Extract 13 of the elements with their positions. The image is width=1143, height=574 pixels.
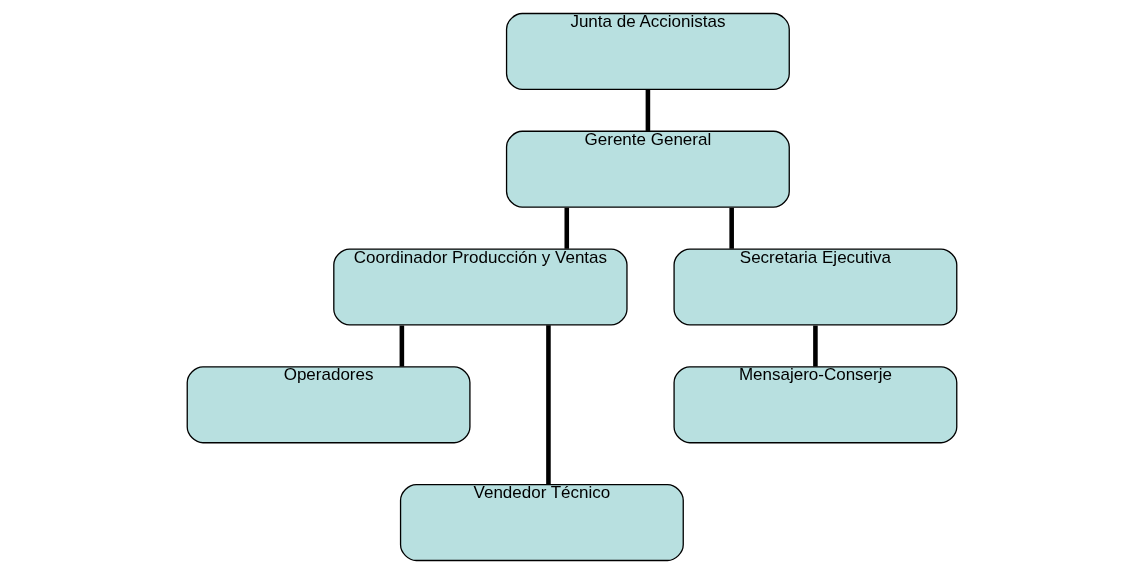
node-box: Secretaria Ejecutiva xyxy=(672,248,957,326)
connector xyxy=(728,207,734,249)
node-box: Mensajero-Conserje xyxy=(672,366,957,444)
connector xyxy=(399,325,404,367)
node-box: Junta de Accionistas xyxy=(505,12,790,91)
connector xyxy=(812,325,818,367)
connector xyxy=(545,325,551,485)
node-box: Vendedor Técnico xyxy=(399,483,684,562)
node-box: Gerente General xyxy=(505,130,790,208)
node-box: Operadores xyxy=(186,366,471,444)
connector xyxy=(645,90,650,131)
node-box: Coordinador Producción y Ventas xyxy=(332,248,628,326)
connector xyxy=(564,207,569,249)
